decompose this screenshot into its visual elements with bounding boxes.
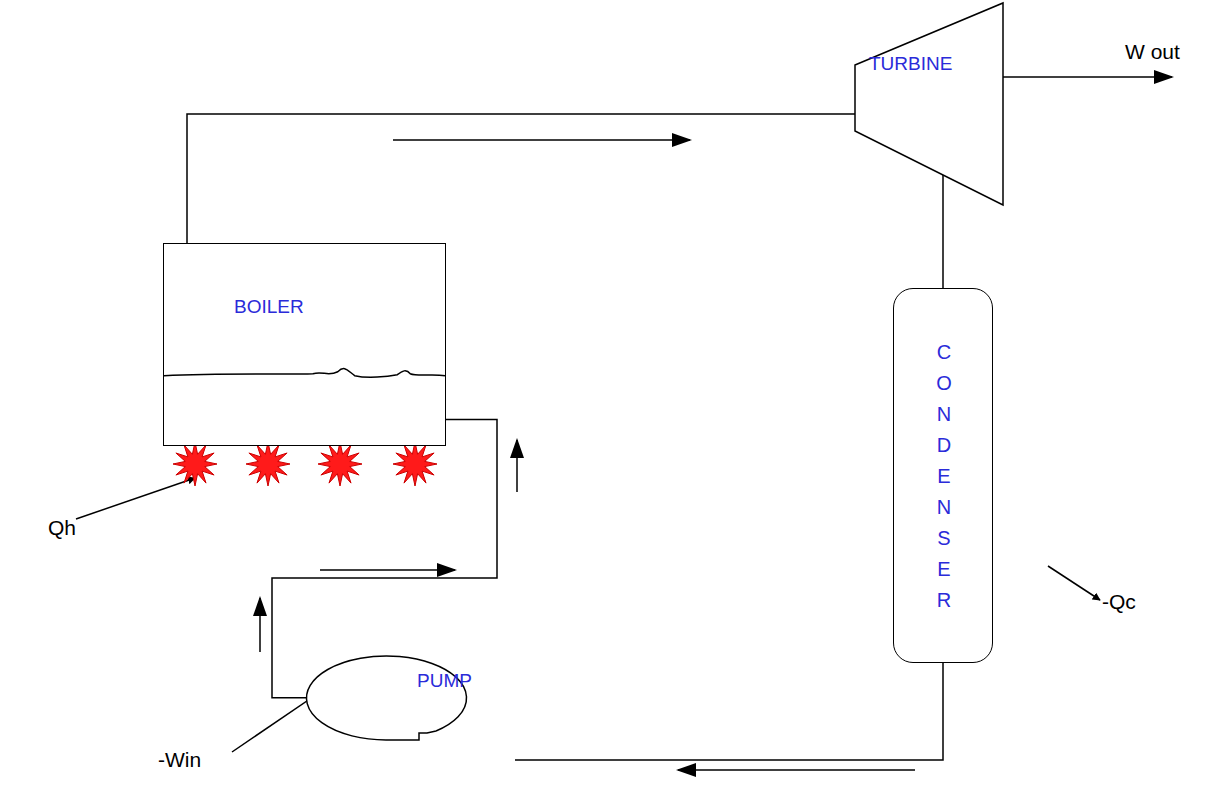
node-label: BOILER bbox=[234, 296, 304, 318]
node-label: CONDENSER bbox=[934, 337, 954, 616]
pipe-connector bbox=[187, 114, 855, 243]
pipe-connector bbox=[515, 663, 943, 760]
boiler-vessel: BOILER bbox=[163, 243, 446, 446]
turbine-block: TURBINE bbox=[855, 3, 1003, 205]
pump-outline bbox=[305, 655, 515, 762]
water-surface bbox=[164, 244, 445, 445]
pipe-connector bbox=[942, 175, 944, 288]
node-label: TURBINE bbox=[869, 53, 952, 75]
flames bbox=[173, 442, 437, 486]
energy-label: -Win bbox=[158, 748, 201, 772]
turbine-outline bbox=[855, 3, 1003, 205]
flow-arrows bbox=[260, 140, 915, 770]
condenser-unit: CONDENSER bbox=[893, 288, 993, 663]
energy-label: Qh bbox=[48, 516, 76, 540]
energy-arrows bbox=[76, 77, 1172, 752]
energy-label: W out bbox=[1125, 40, 1180, 64]
pump-unit: PUMP bbox=[305, 655, 515, 762]
energy-label: -Qc bbox=[1102, 590, 1136, 614]
node-label: PUMP bbox=[417, 670, 472, 692]
